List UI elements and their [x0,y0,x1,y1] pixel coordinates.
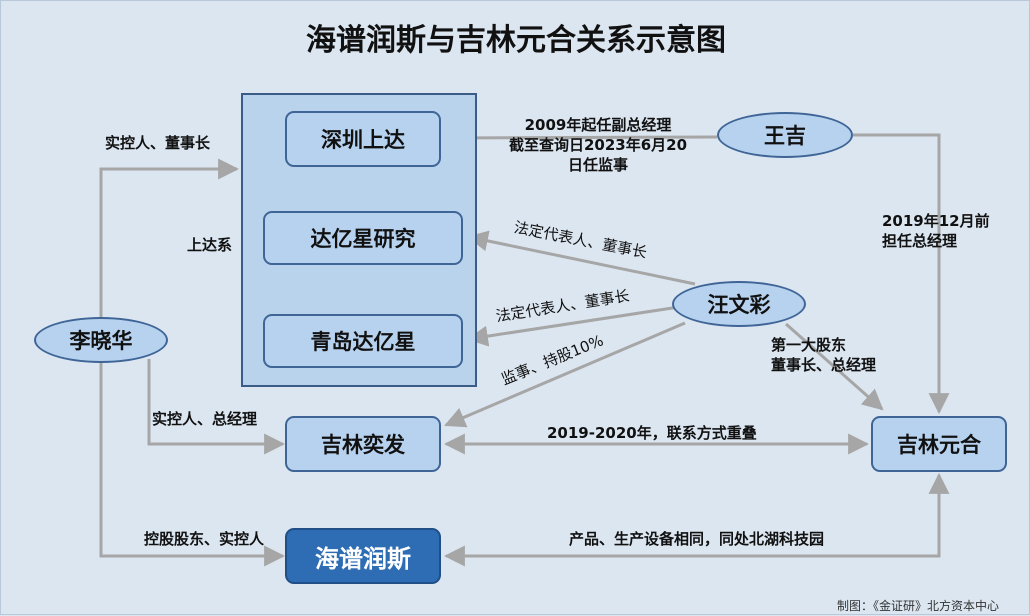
diagram-title: 海谱润斯与吉林元合关系示意图 [306,23,726,58]
edge-wangji-to-yuanhe [853,133,950,415]
footer-credit: 制图：《金证研》北方资本中心 [836,599,999,613]
edge-haipu-yuanhe [443,472,950,567]
edge-li-to-shangda [99,158,240,319]
edge-wangji-to-shenzhen [443,127,718,149]
label-wangji-to-yuanhe-line1: 2019年12月前 [882,212,990,230]
label-wangji-to-shenzhen-line2: 截至查询日2023年6月20 [508,136,688,154]
node-jilin-yuanhe[interactable]: 吉林元合 [871,416,1007,472]
label-wangji-to-shenzhen-line3: 日任监事 [567,156,628,174]
label-li-to-yifa: 实控人、总经理 [152,410,258,428]
edge-wang-to-yuanhe [785,322,884,411]
label-wangji-to-yuanhe-line2: 担任总经理 [882,232,958,250]
node-jilin-yifa[interactable]: 吉林奕发 [285,416,441,472]
node-wang-ji[interactable]: 王吉 [717,112,853,158]
label-li-to-haipu: 控股股东、实控人 [144,530,265,548]
node-li-xiaohua[interactable]: 李晓华 [34,317,168,363]
node-haipu-runsi[interactable]: 海谱润斯 [285,528,441,584]
label-wangji-to-yuanhe: 2019年12月前 担任总经理 [882,211,990,251]
edge-li-to-haipu [99,363,286,567]
node-shenzhen-shangda[interactable]: 深圳上达 [285,111,441,167]
label-yifa-yuanhe: 2019-2020年，联系方式重叠 [547,424,757,442]
node-qingdao-dayixing[interactable]: 青岛达亿星 [263,314,463,368]
node-dayixing-yanjiu[interactable]: 达亿星研究 [263,211,463,265]
label-wangji-to-shenzhen-line1: 2009年起任副总经理 [524,116,672,134]
group-label: 上达系 [187,236,233,254]
label-wang-to-yuanhe-line2: 董事长、总经理 [771,356,877,374]
label-li-to-shangda: 实控人、董事长 [105,134,211,152]
label-wang-to-yuanhe-line1: 第一大股东 [771,336,847,354]
label-wang-to-yuanhe: 第一大股东 董事长、总经理 [771,335,876,375]
edge-wang-to-dayixing [466,230,696,286]
edge-wang-to-yifa [444,321,686,428]
label-haipu-yuanhe: 产品、生产设备相同，同处北湖科技园 [569,530,825,548]
node-wang-wencai[interactable]: 汪文彩 [672,281,806,327]
edge-li-to-yifa [147,359,286,455]
label-wangji-to-shenzhen: 2009年起任副总经理 截至查询日2023年6月20 日任监事 [498,115,698,175]
edge-wang-to-qingdao [466,305,680,347]
